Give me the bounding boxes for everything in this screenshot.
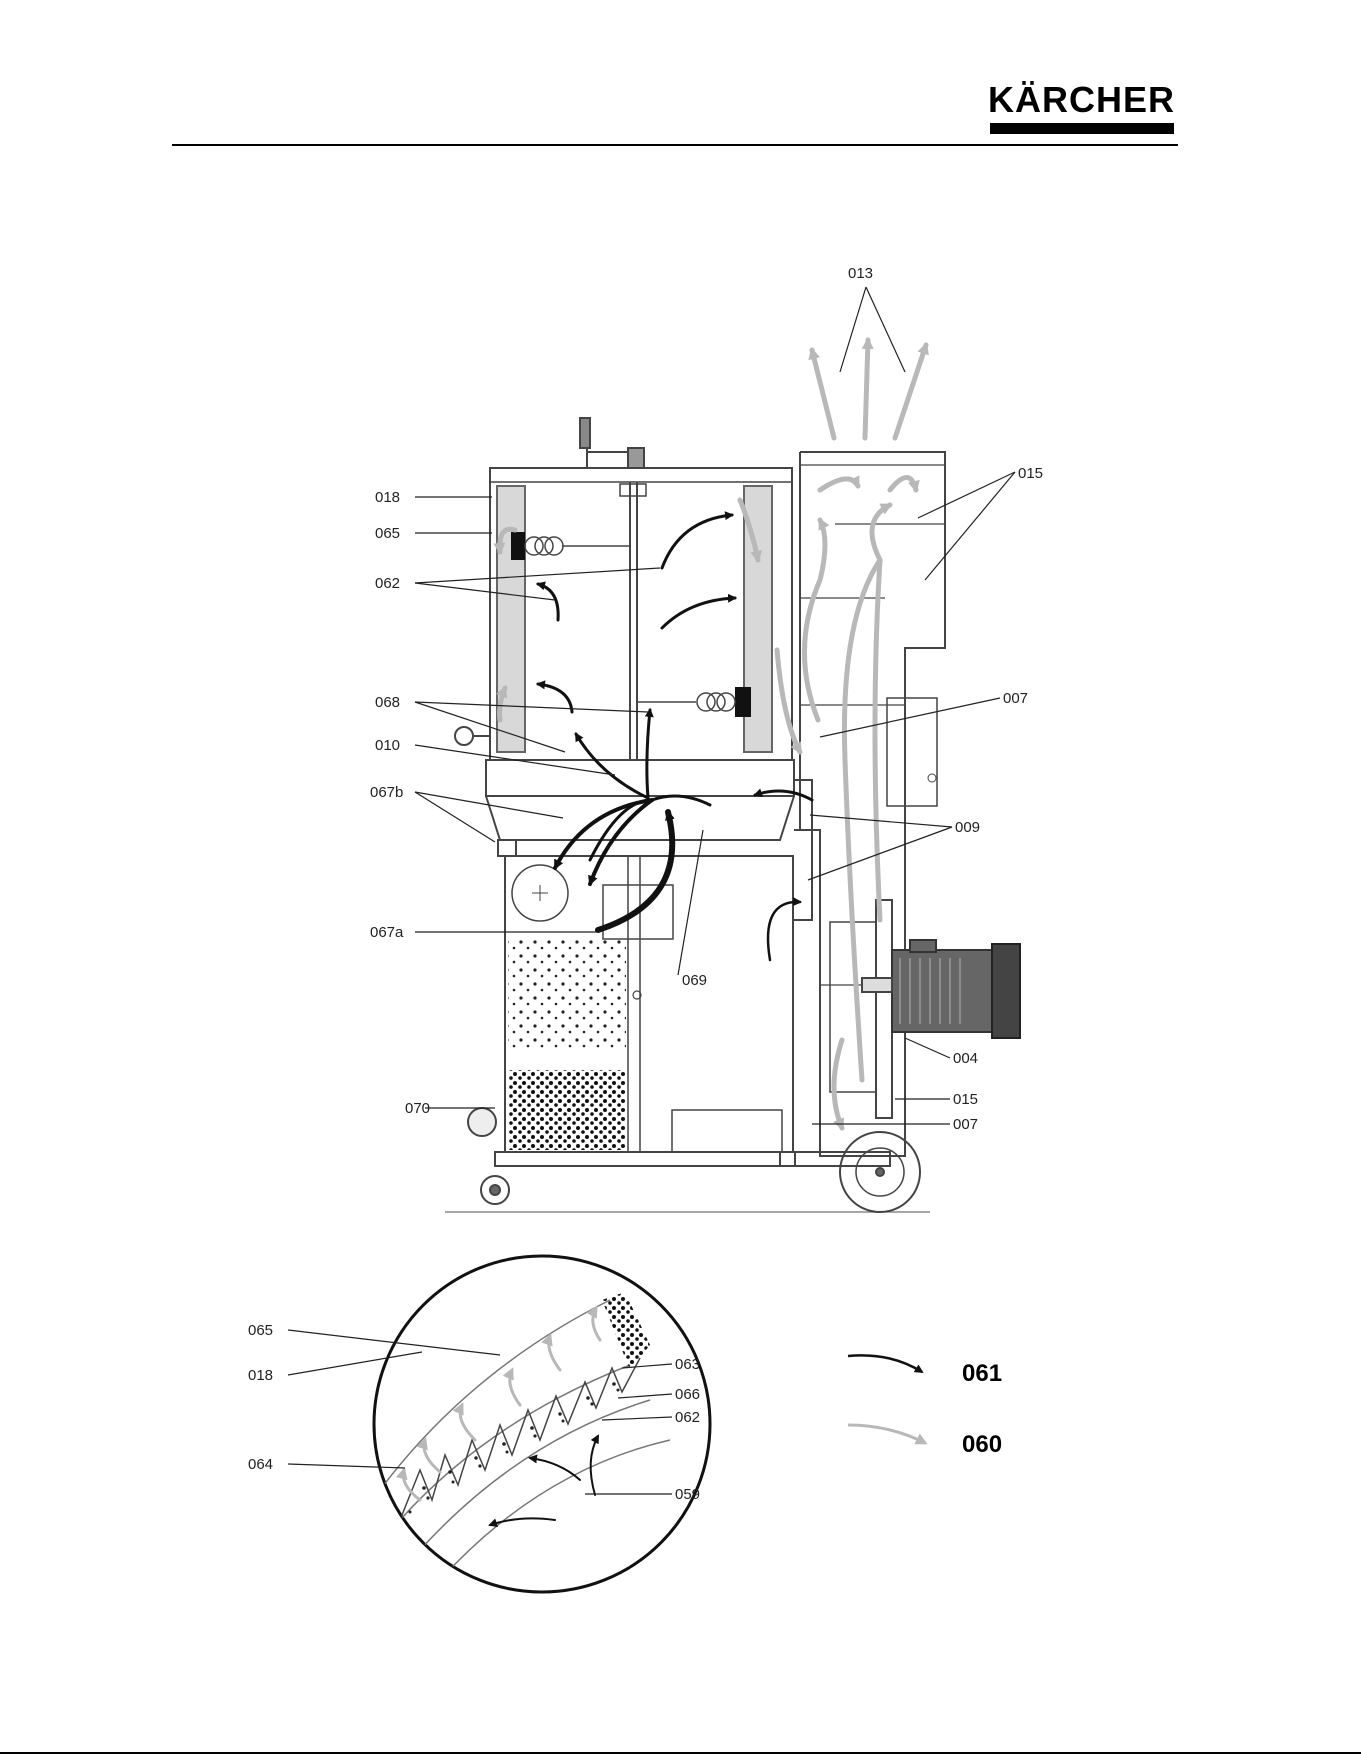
flow-legend: 061 060 <box>848 1355 1002 1458</box>
label-069: 069 <box>682 972 707 989</box>
label-065: 065 <box>375 525 400 542</box>
clean-air-legend-arrow <box>848 1425 925 1443</box>
label-007-bottom: 007 <box>953 1116 978 1133</box>
label-009: 009 <box>955 819 980 836</box>
label-004: 004 <box>953 1050 978 1067</box>
detail-label-018: 018 <box>248 1367 273 1384</box>
label-018: 018 <box>375 489 400 506</box>
machine-body <box>445 418 1020 1212</box>
label-015-bottom: 015 <box>953 1091 978 1108</box>
filter-detail: 065 018 064 063 066 062 059 <box>248 1256 710 1592</box>
label-070: 070 <box>405 1100 430 1117</box>
label-010: 010 <box>375 737 400 754</box>
label-067a: 067a <box>370 924 404 941</box>
footer-rule <box>0 1752 1361 1754</box>
dirty-air-legend-arrow <box>848 1355 922 1372</box>
label-062: 062 <box>375 575 400 592</box>
detail-label-064: 064 <box>248 1456 273 1473</box>
label-067b: 067b <box>370 784 403 801</box>
label-068: 068 <box>375 694 400 711</box>
detail-label-063: 063 <box>675 1356 700 1373</box>
detail-label-059: 059 <box>675 1486 700 1503</box>
legend-label-060: 060 <box>962 1431 1002 1458</box>
label-007-top: 007 <box>1003 690 1028 707</box>
label-015-top: 015 <box>1018 465 1043 482</box>
detail-label-062: 062 <box>675 1409 700 1426</box>
detail-label-065: 065 <box>248 1322 273 1339</box>
detail-label-066: 066 <box>675 1386 700 1403</box>
label-013: 013 <box>848 265 873 282</box>
legend-label-061: 061 <box>962 1360 1002 1387</box>
